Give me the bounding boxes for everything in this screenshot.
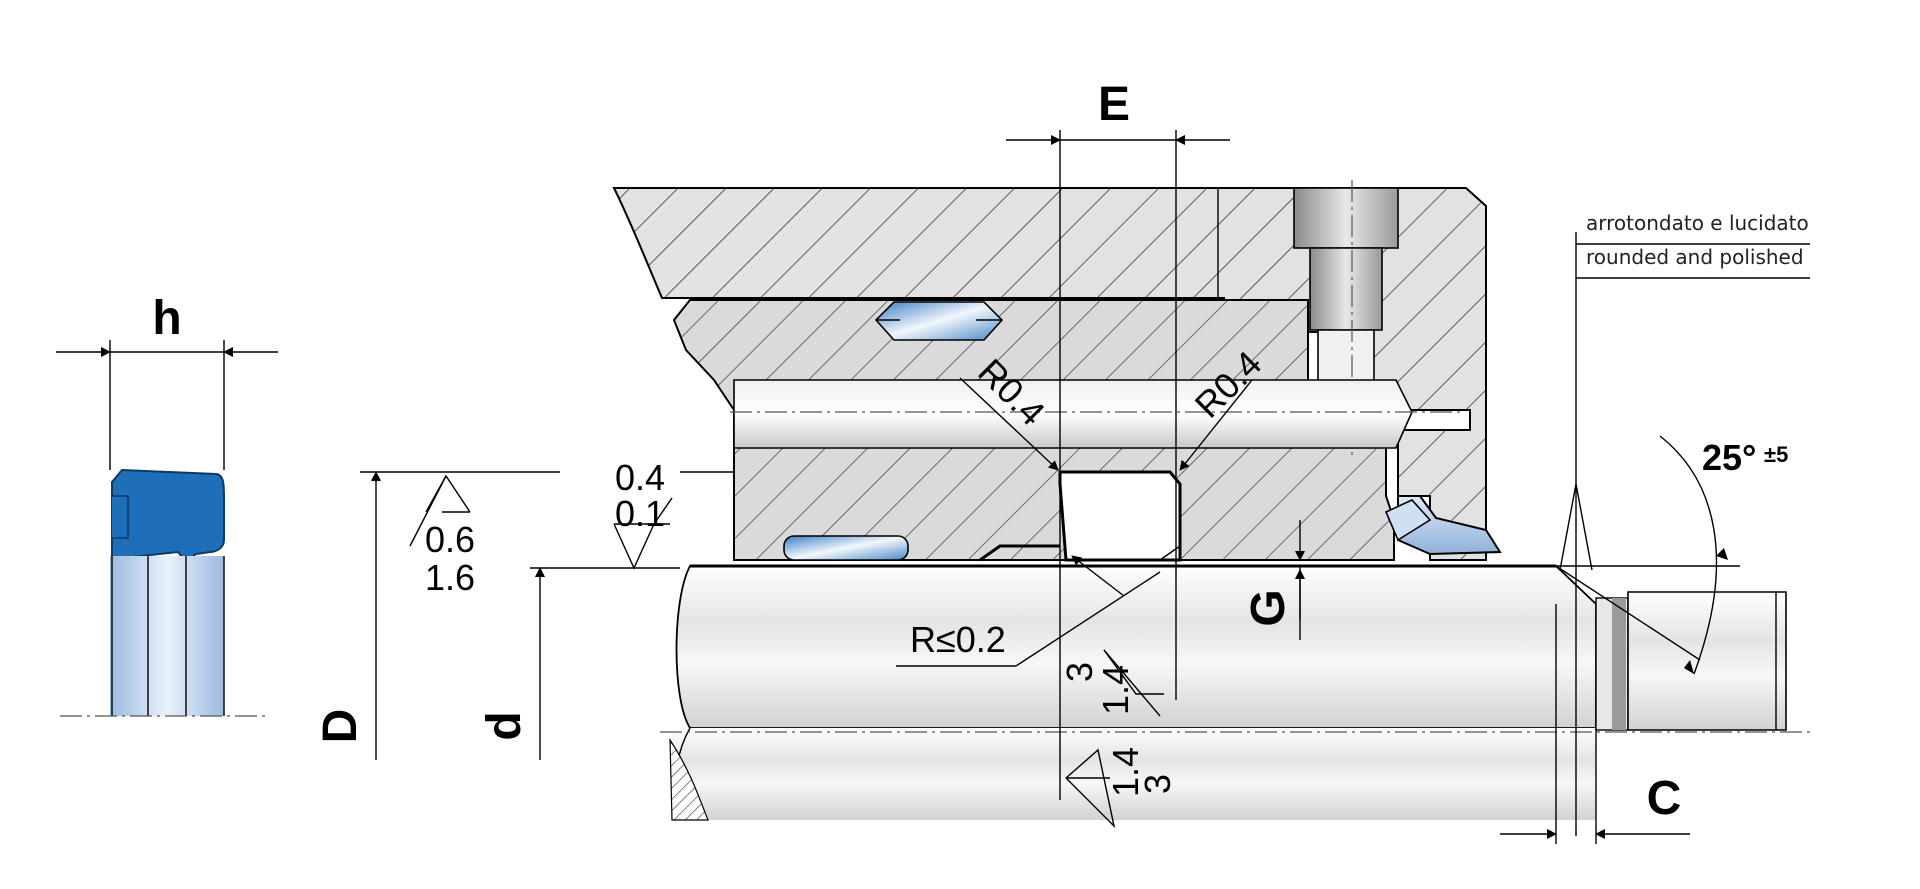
dim-E: E: [1006, 78, 1230, 800]
upper-oring: [874, 301, 1004, 341]
thread-port: [1293, 187, 1399, 249]
rough-left-b: 1.6: [425, 557, 475, 598]
seals: [783, 301, 1502, 561]
housing: [612, 180, 1487, 562]
dim-d-label: d: [478, 711, 531, 740]
rod-thread: [1627, 591, 1787, 731]
oil-bore: [733, 379, 1413, 449]
groove-tol-a: 3: [1059, 662, 1100, 682]
groove-tol-b: 1.4: [1095, 665, 1136, 715]
upper-tol-b: 0.1: [615, 493, 665, 534]
rod-tol-a: 1.4: [1105, 747, 1146, 797]
dim-G-label: G: [1242, 589, 1295, 626]
roughness-groove: 3 1.4 1.4 3: [1059, 649, 1178, 829]
rod-lower: [672, 728, 1596, 820]
diameter-dimensions: D d: [314, 471, 680, 760]
polish-note: arrotondato e lucidato rounded and polis…: [1559, 211, 1810, 836]
rough-left-a: 0.6: [425, 519, 475, 560]
angle-tol-label: ±5: [1764, 442, 1788, 467]
rod-tol-b: 3: [1137, 774, 1178, 794]
seal-profile: h: [56, 292, 278, 717]
dim-h-label: h: [152, 292, 181, 345]
r-small-label: R≤0.2: [910, 619, 1006, 660]
chamfer-angle: 25° ±5: [1555, 435, 1788, 675]
seal-groove: [1058, 470, 1182, 562]
rod-body: [675, 565, 1597, 729]
dim-D-label: D: [314, 709, 367, 744]
dim-E-label: E: [1098, 78, 1130, 131]
wiper-seal: [1397, 495, 1502, 556]
seal-profile-body: [111, 468, 225, 569]
dim-G: G: [1242, 520, 1305, 640]
note-english: rounded and polished: [1586, 245, 1804, 269]
dim-C: C: [1500, 604, 1690, 844]
guide-ring-left: [783, 535, 909, 561]
upper-tol-a: 0.4: [615, 457, 665, 498]
dim-C-label: C: [1647, 772, 1682, 825]
rod: [660, 564, 1810, 821]
seal-profile-lower: [110, 556, 224, 716]
angle-label: 25°: [1702, 437, 1756, 478]
note-italian: arrotondato e lucidato: [1586, 211, 1809, 235]
